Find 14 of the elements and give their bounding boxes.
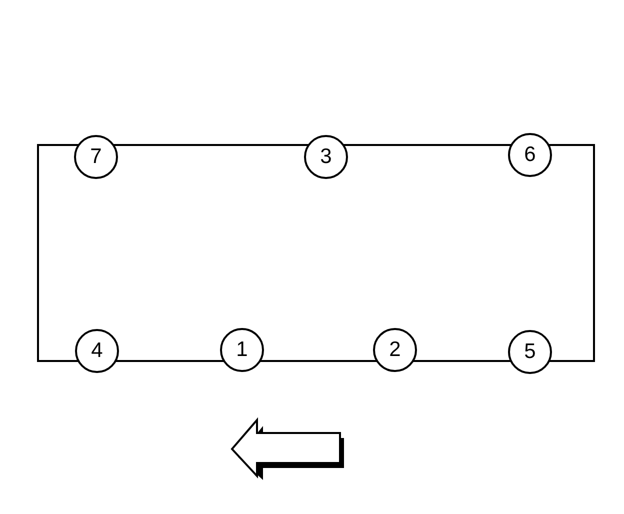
bolt-circle (74, 135, 118, 179)
sequence-number: 3 (320, 146, 332, 168)
sequence-number: 5 (524, 341, 536, 363)
sequence-number: 6 (524, 144, 536, 166)
sequence-number: 2 (389, 339, 401, 361)
bolt-circle (75, 329, 119, 373)
sequence-number: 1 (236, 339, 248, 361)
sequence-number: 7 (90, 146, 102, 168)
bolt-circle (373, 328, 417, 372)
bolt-circle (304, 135, 348, 179)
bolt-circle (508, 133, 552, 177)
bolt-circle (508, 330, 552, 374)
sequence-number: 4 (91, 340, 103, 362)
bolt-circle (220, 328, 264, 372)
